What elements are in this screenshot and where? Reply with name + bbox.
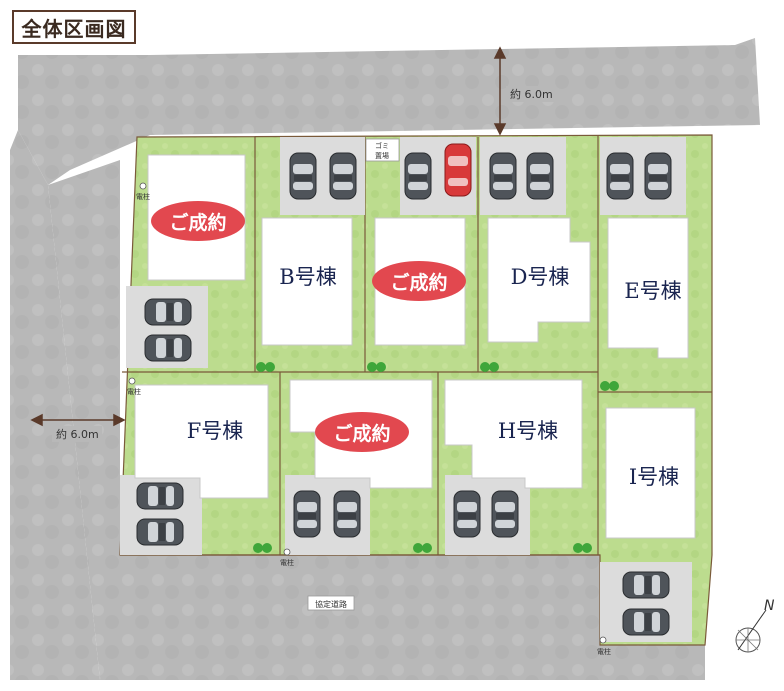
- agreement-road-box: [307, 595, 355, 611]
- pole-label-sign: 電柱: [280, 558, 294, 567]
- house-F: [134, 384, 269, 499]
- house-B: [261, 217, 353, 346]
- sold-badge-G: [315, 412, 409, 452]
- house-D: [487, 217, 591, 343]
- pole-label-bottom: 電柱: [597, 647, 611, 656]
- house-H: [444, 379, 583, 489]
- sold-badge-C: [372, 261, 466, 301]
- page-title: 全体区画図: [12, 10, 136, 44]
- lot-name-E: E号棟: [624, 279, 681, 303]
- car: [491, 490, 519, 538]
- sold-text-A: ご成約: [169, 211, 226, 234]
- house-I: [605, 407, 696, 539]
- garbage-label-2: 置場: [375, 151, 389, 160]
- car: [606, 152, 634, 200]
- car: [404, 152, 432, 200]
- lot-name-F: F号棟: [187, 419, 244, 443]
- agreement-road-label: 協定道路: [315, 599, 347, 609]
- cars: [136, 143, 672, 636]
- north-road-width-bg: [506, 86, 556, 102]
- car: [144, 298, 192, 326]
- houses: [134, 154, 696, 539]
- west-road-width-bg: [52, 426, 102, 442]
- car: [453, 490, 481, 538]
- car: [293, 490, 321, 538]
- sold-badge-A: [151, 201, 245, 241]
- sold-text-G: ご成約: [333, 422, 390, 445]
- lot-name-I: I号棟: [629, 465, 679, 489]
- car: [622, 571, 670, 599]
- lot-name-D: D号棟: [511, 265, 570, 289]
- lot-names: B号棟 D号棟 E号棟 F号棟 H号棟 I号棟: [187, 265, 682, 489]
- car: [289, 152, 317, 200]
- sold-text-C: ご成約: [390, 271, 447, 294]
- lot-name-B: B号棟: [279, 265, 336, 289]
- car: [644, 152, 672, 200]
- car: [136, 518, 184, 546]
- car: [144, 334, 192, 362]
- garbage-label-1: ゴミ: [375, 141, 389, 150]
- pole-label-mid: 電柱: [127, 387, 141, 396]
- dimension-arrows: [30, 46, 507, 427]
- house-E: [607, 217, 689, 359]
- garbage-area: [365, 138, 400, 162]
- car: [136, 482, 184, 510]
- sold-badges: ご成約 ご成約 ご成約: [151, 201, 466, 452]
- lot-name-H: H号棟: [498, 419, 558, 443]
- west-road-width: 約 6.0m: [56, 427, 99, 441]
- compass-needle: [737, 609, 767, 651]
- car: [622, 608, 670, 636]
- north-road-width: 約 6.0m: [510, 87, 553, 101]
- compass-n-label: N: [764, 598, 775, 614]
- compass: [735, 609, 767, 653]
- pole-label-top: 電柱: [136, 192, 150, 201]
- utility-poles: [128, 182, 607, 644]
- car: [526, 152, 554, 200]
- car-red: [444, 143, 472, 197]
- car: [329, 152, 357, 200]
- car: [489, 152, 517, 200]
- car: [333, 490, 361, 538]
